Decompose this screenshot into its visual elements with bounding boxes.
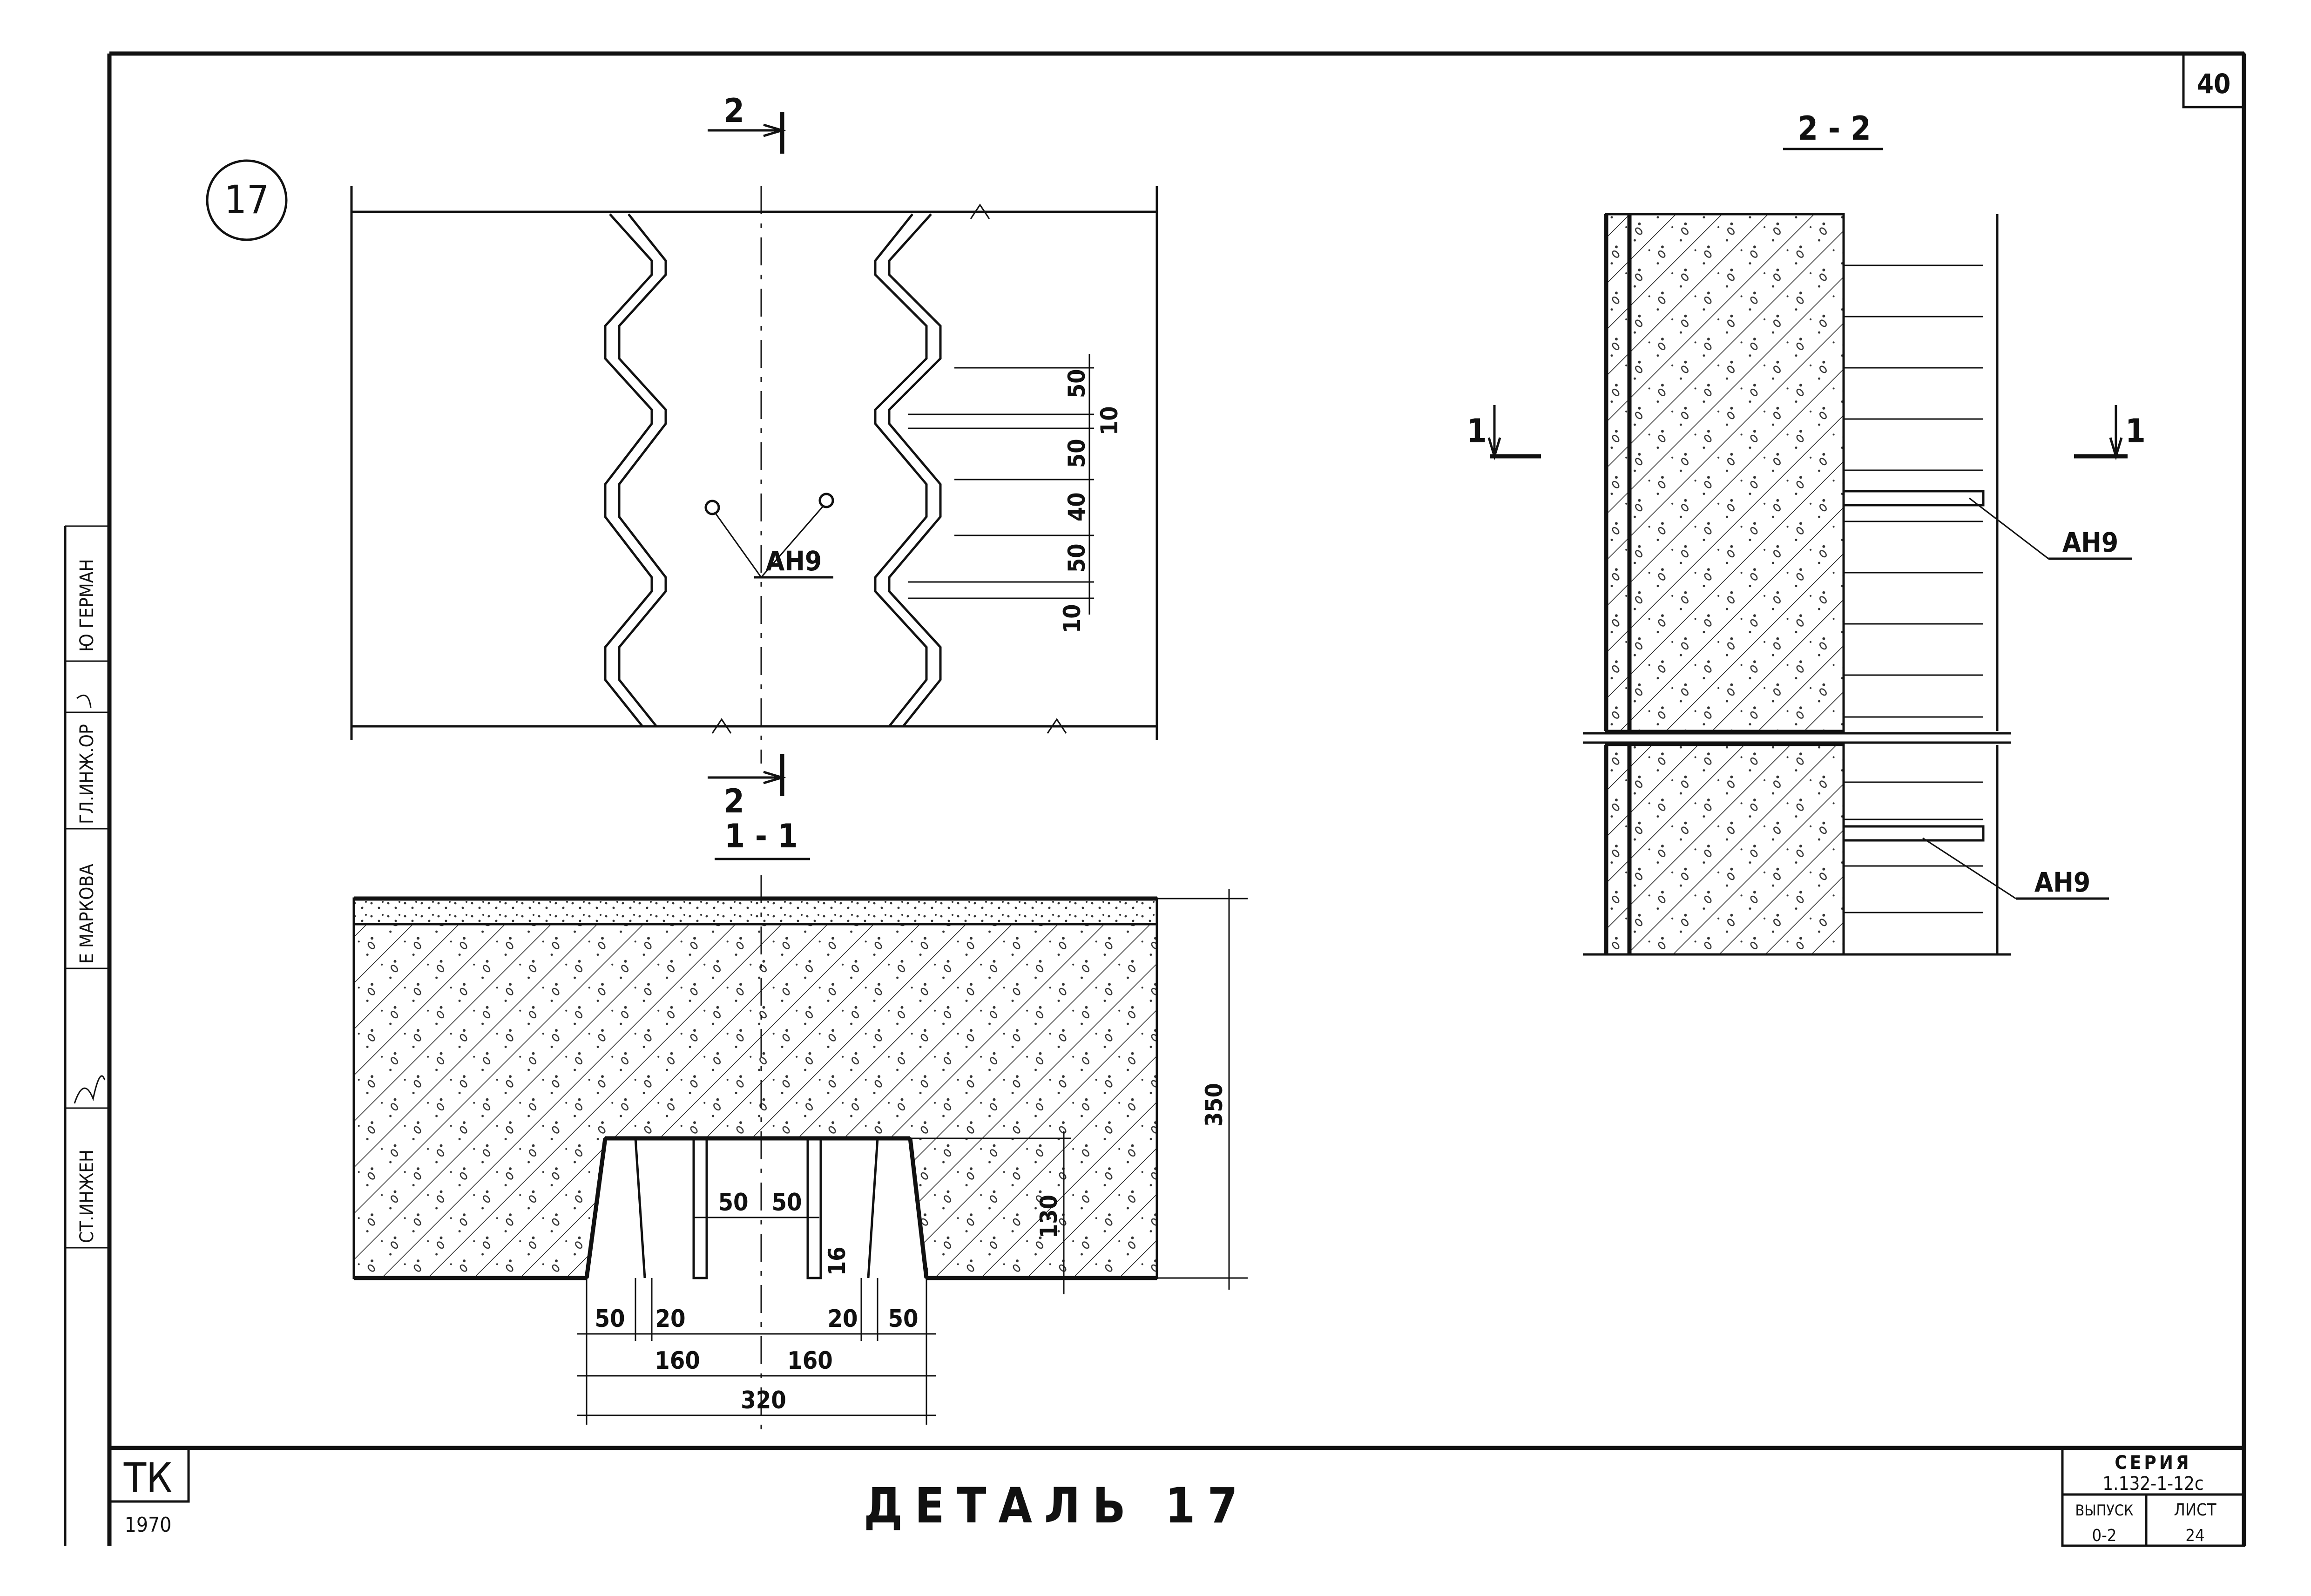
courses-upper bbox=[1844, 264, 1983, 718]
wall-upper bbox=[1605, 213, 1845, 732]
groove-zigzag-left bbox=[604, 213, 653, 727]
page-number-box: 40 bbox=[2182, 52, 2245, 108]
section-2-2-anchor-top: АН9 bbox=[2062, 527, 2118, 558]
issue-value: 0-2 bbox=[2092, 1526, 2117, 1545]
section-2-2-title: 2 - 2 bbox=[1797, 109, 1871, 148]
dim-half-left: 160 bbox=[655, 1347, 700, 1375]
groove-rib-left bbox=[692, 1137, 708, 1279]
year-partial: 1970 bbox=[125, 1513, 172, 1537]
dim-small: 16 bbox=[824, 1246, 851, 1276]
dim-inner-right: 50 bbox=[771, 1189, 802, 1217]
sheet-frame bbox=[107, 51, 2246, 1546]
plan-dim-50-b: 50 bbox=[1063, 439, 1090, 468]
section-1-1-title: 1 - 1 bbox=[724, 817, 798, 855]
plan-dim-50-a: 50 bbox=[1063, 369, 1090, 398]
side-stamp: Ю ГЕРМАН ГЛ.ИНЖ.ОР Е МАРКОВА СТ.ИНЖЕН bbox=[64, 525, 109, 1546]
series-label: СЕРИЯ bbox=[2115, 1452, 2191, 1474]
wall-lower bbox=[1605, 744, 1845, 956]
title-block: ТК 1970 ДЕТАЛЬ 17 СЕРИЯ 1.132-1-12с ВЫПУ… bbox=[108, 1447, 2245, 1547]
plan-view: АН9 2 2 50 10 50 40 50 10 bbox=[350, 92, 1158, 820]
section-1-1: 1 - 1 50 50 16 350 130 bbox=[352, 817, 1248, 1429]
org-code: ТК bbox=[123, 1454, 173, 1502]
plan-dim-50-c: 50 bbox=[1063, 543, 1090, 573]
dim-bottom-left-50: 50 bbox=[595, 1305, 625, 1333]
anchor-point-right bbox=[818, 493, 834, 508]
sheet-title: ДЕТАЛЬ 17 bbox=[864, 1477, 1250, 1534]
stamp-role-2: ГЛ.ИНЖ.ОР bbox=[76, 724, 98, 824]
dim-bottom-left-20: 20 bbox=[655, 1305, 685, 1333]
stamp-name-2: Ю ГЕРМАН bbox=[76, 559, 98, 652]
courses-lower bbox=[1844, 781, 1983, 913]
dim-inner-left: 50 bbox=[718, 1189, 748, 1217]
detail-number: 17 bbox=[224, 177, 269, 223]
stamp-name-1: Е МАРКОВА bbox=[76, 864, 98, 964]
section-2-2-anchor-bottom: АН9 bbox=[2034, 866, 2090, 898]
signature-mark bbox=[74, 694, 106, 1104]
anchor-bar-lower bbox=[1842, 825, 1985, 842]
dim-half-right: 160 bbox=[787, 1347, 833, 1375]
sheet-value: 24 bbox=[2185, 1526, 2204, 1545]
plan-anchor-label: АН9 bbox=[766, 545, 822, 577]
plan-cut-mark-bottom: 2 bbox=[724, 782, 744, 820]
sheet-label: ЛИСТ bbox=[2174, 1501, 2216, 1520]
anchor-bar-upper bbox=[1842, 490, 1985, 507]
dim-height: 350 bbox=[1201, 1083, 1228, 1127]
anchor-point-left bbox=[704, 500, 720, 515]
topping-layer bbox=[352, 897, 1158, 926]
series-code: 1.132-1-12с bbox=[2102, 1473, 2203, 1495]
dim-bottom-right-20: 20 bbox=[827, 1305, 858, 1333]
plan-dim-10-a: 10 bbox=[1096, 406, 1123, 435]
page-number: 40 bbox=[2197, 68, 2231, 100]
detail-number-marker: 17 bbox=[206, 159, 288, 241]
section-2-2: 2 - 2 АН9 bbox=[1466, 109, 2146, 956]
groove-zigzag-right bbox=[874, 213, 928, 727]
stamp-role-1: СТ.ИНЖЕН bbox=[76, 1150, 98, 1243]
section-2-2-cut-mark-right: 1 bbox=[2125, 412, 2146, 450]
plan-dim-10-b: 10 bbox=[1059, 604, 1086, 633]
plan-dimension-chain: 50 10 50 40 50 10 bbox=[908, 354, 1123, 633]
groove-rib-right bbox=[806, 1137, 822, 1279]
plan-cut-mark-top: 2 bbox=[724, 92, 744, 130]
section-2-2-cut-mark-left: 1 bbox=[1466, 412, 1487, 450]
plan-dim-40: 40 bbox=[1063, 492, 1090, 521]
dim-groove-depth: 130 bbox=[1035, 1195, 1062, 1238]
dim-total: 320 bbox=[741, 1386, 786, 1414]
issue-label: ВЫПУСК bbox=[2075, 1501, 2134, 1519]
dim-bottom-right-50: 50 bbox=[888, 1305, 918, 1333]
